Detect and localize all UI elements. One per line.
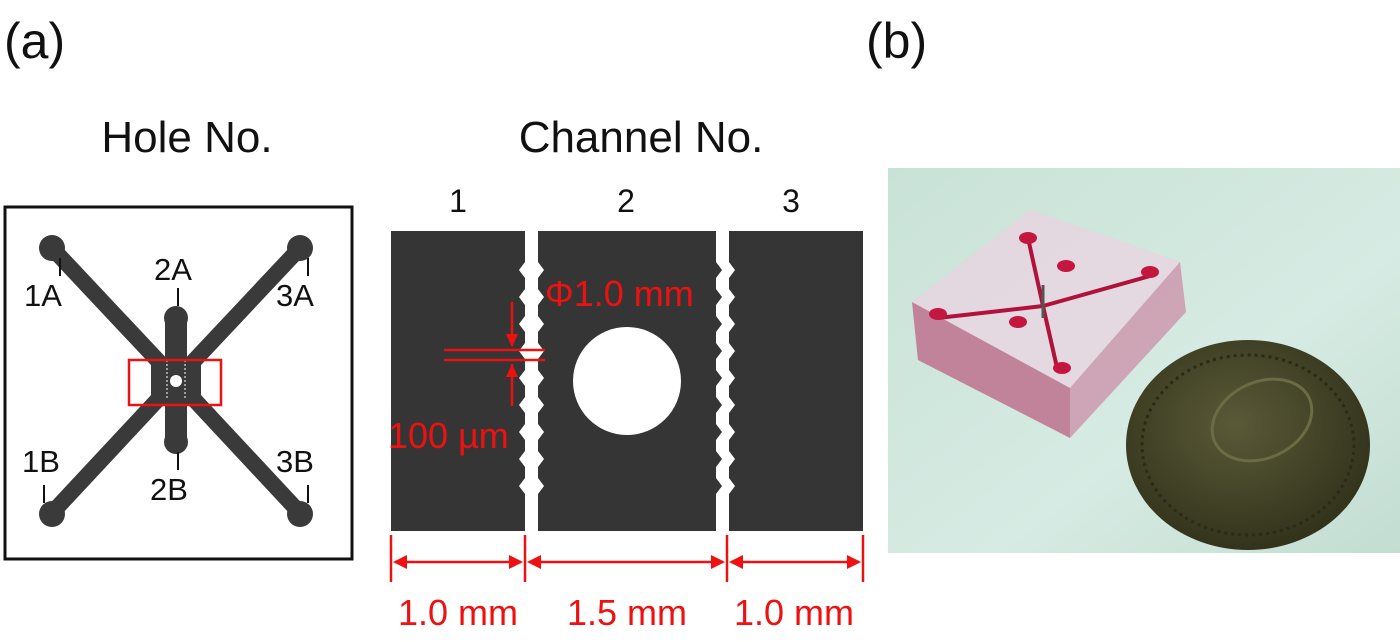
channel-block-1 [391,231,525,531]
channel-number-1: 1 [449,183,467,219]
hole-diagram-title: Hole No. [101,113,272,162]
coin [1126,340,1370,550]
width-label-2: 1.5 mm [567,592,687,633]
channel-diagram: Channel No. 1 2 3 100 µm Φ1.0 mm [388,113,865,633]
hole-label-2B: 2B [150,472,188,507]
center-hole [170,375,182,387]
width-label-1: 1.0 mm [398,592,518,633]
hole-label-2A: 2A [154,252,192,287]
chip-side-front [912,302,1070,438]
zoom-indicator-box [127,358,223,407]
chip-channels [937,237,1151,373]
gap-arrow-bottom-head [506,364,518,377]
device-photo [888,168,1400,553]
channel-block-3 [729,231,863,531]
through-hole [573,327,681,435]
hole-label-3B: 3B [276,444,314,479]
width-label-3: 1.0 mm [734,592,854,633]
channel-diagram-title: Channel No. [519,113,764,162]
hole-diagram: Hole No. 1A 2A 3A 1B 2B 3B [3,113,354,561]
dim-arrow-1-right [509,555,523,569]
chip-ports [929,232,1159,374]
channel-number-2: 2 [617,183,635,219]
dim-arrow-2-right [711,555,725,569]
hole-3B [287,501,313,527]
channel-number-3: 3 [782,183,800,219]
channel-3b-path [168,372,308,521]
hole-1A [39,235,65,261]
dim-arrow-3-left [729,555,743,569]
hole-1B [39,501,65,527]
channel-1b-path [44,372,184,521]
hole-label-1B: 1B [22,444,60,479]
hole-2B [164,430,188,454]
hole-label-1A: 1A [24,278,62,313]
dim-arrow-3-right [847,555,861,569]
gap-arrow-top-head [506,334,518,347]
dim-arrow-2-left [527,555,541,569]
panel-label-b: (b) [866,13,927,69]
panel-label-a: (a) [4,13,65,69]
coin-rim [1140,353,1356,537]
chip-top [912,210,1180,388]
hole-3A [287,235,313,261]
hole-diameter-label: Φ1.0 mm [545,273,694,314]
coin-emblem [1210,377,1314,463]
dim-arrow-1-left [393,555,407,569]
hole-label-3A: 3A [276,278,314,313]
hole-2A [164,306,188,330]
gap-width-label: 100 µm [388,415,509,456]
chip-side-right [1070,262,1186,438]
